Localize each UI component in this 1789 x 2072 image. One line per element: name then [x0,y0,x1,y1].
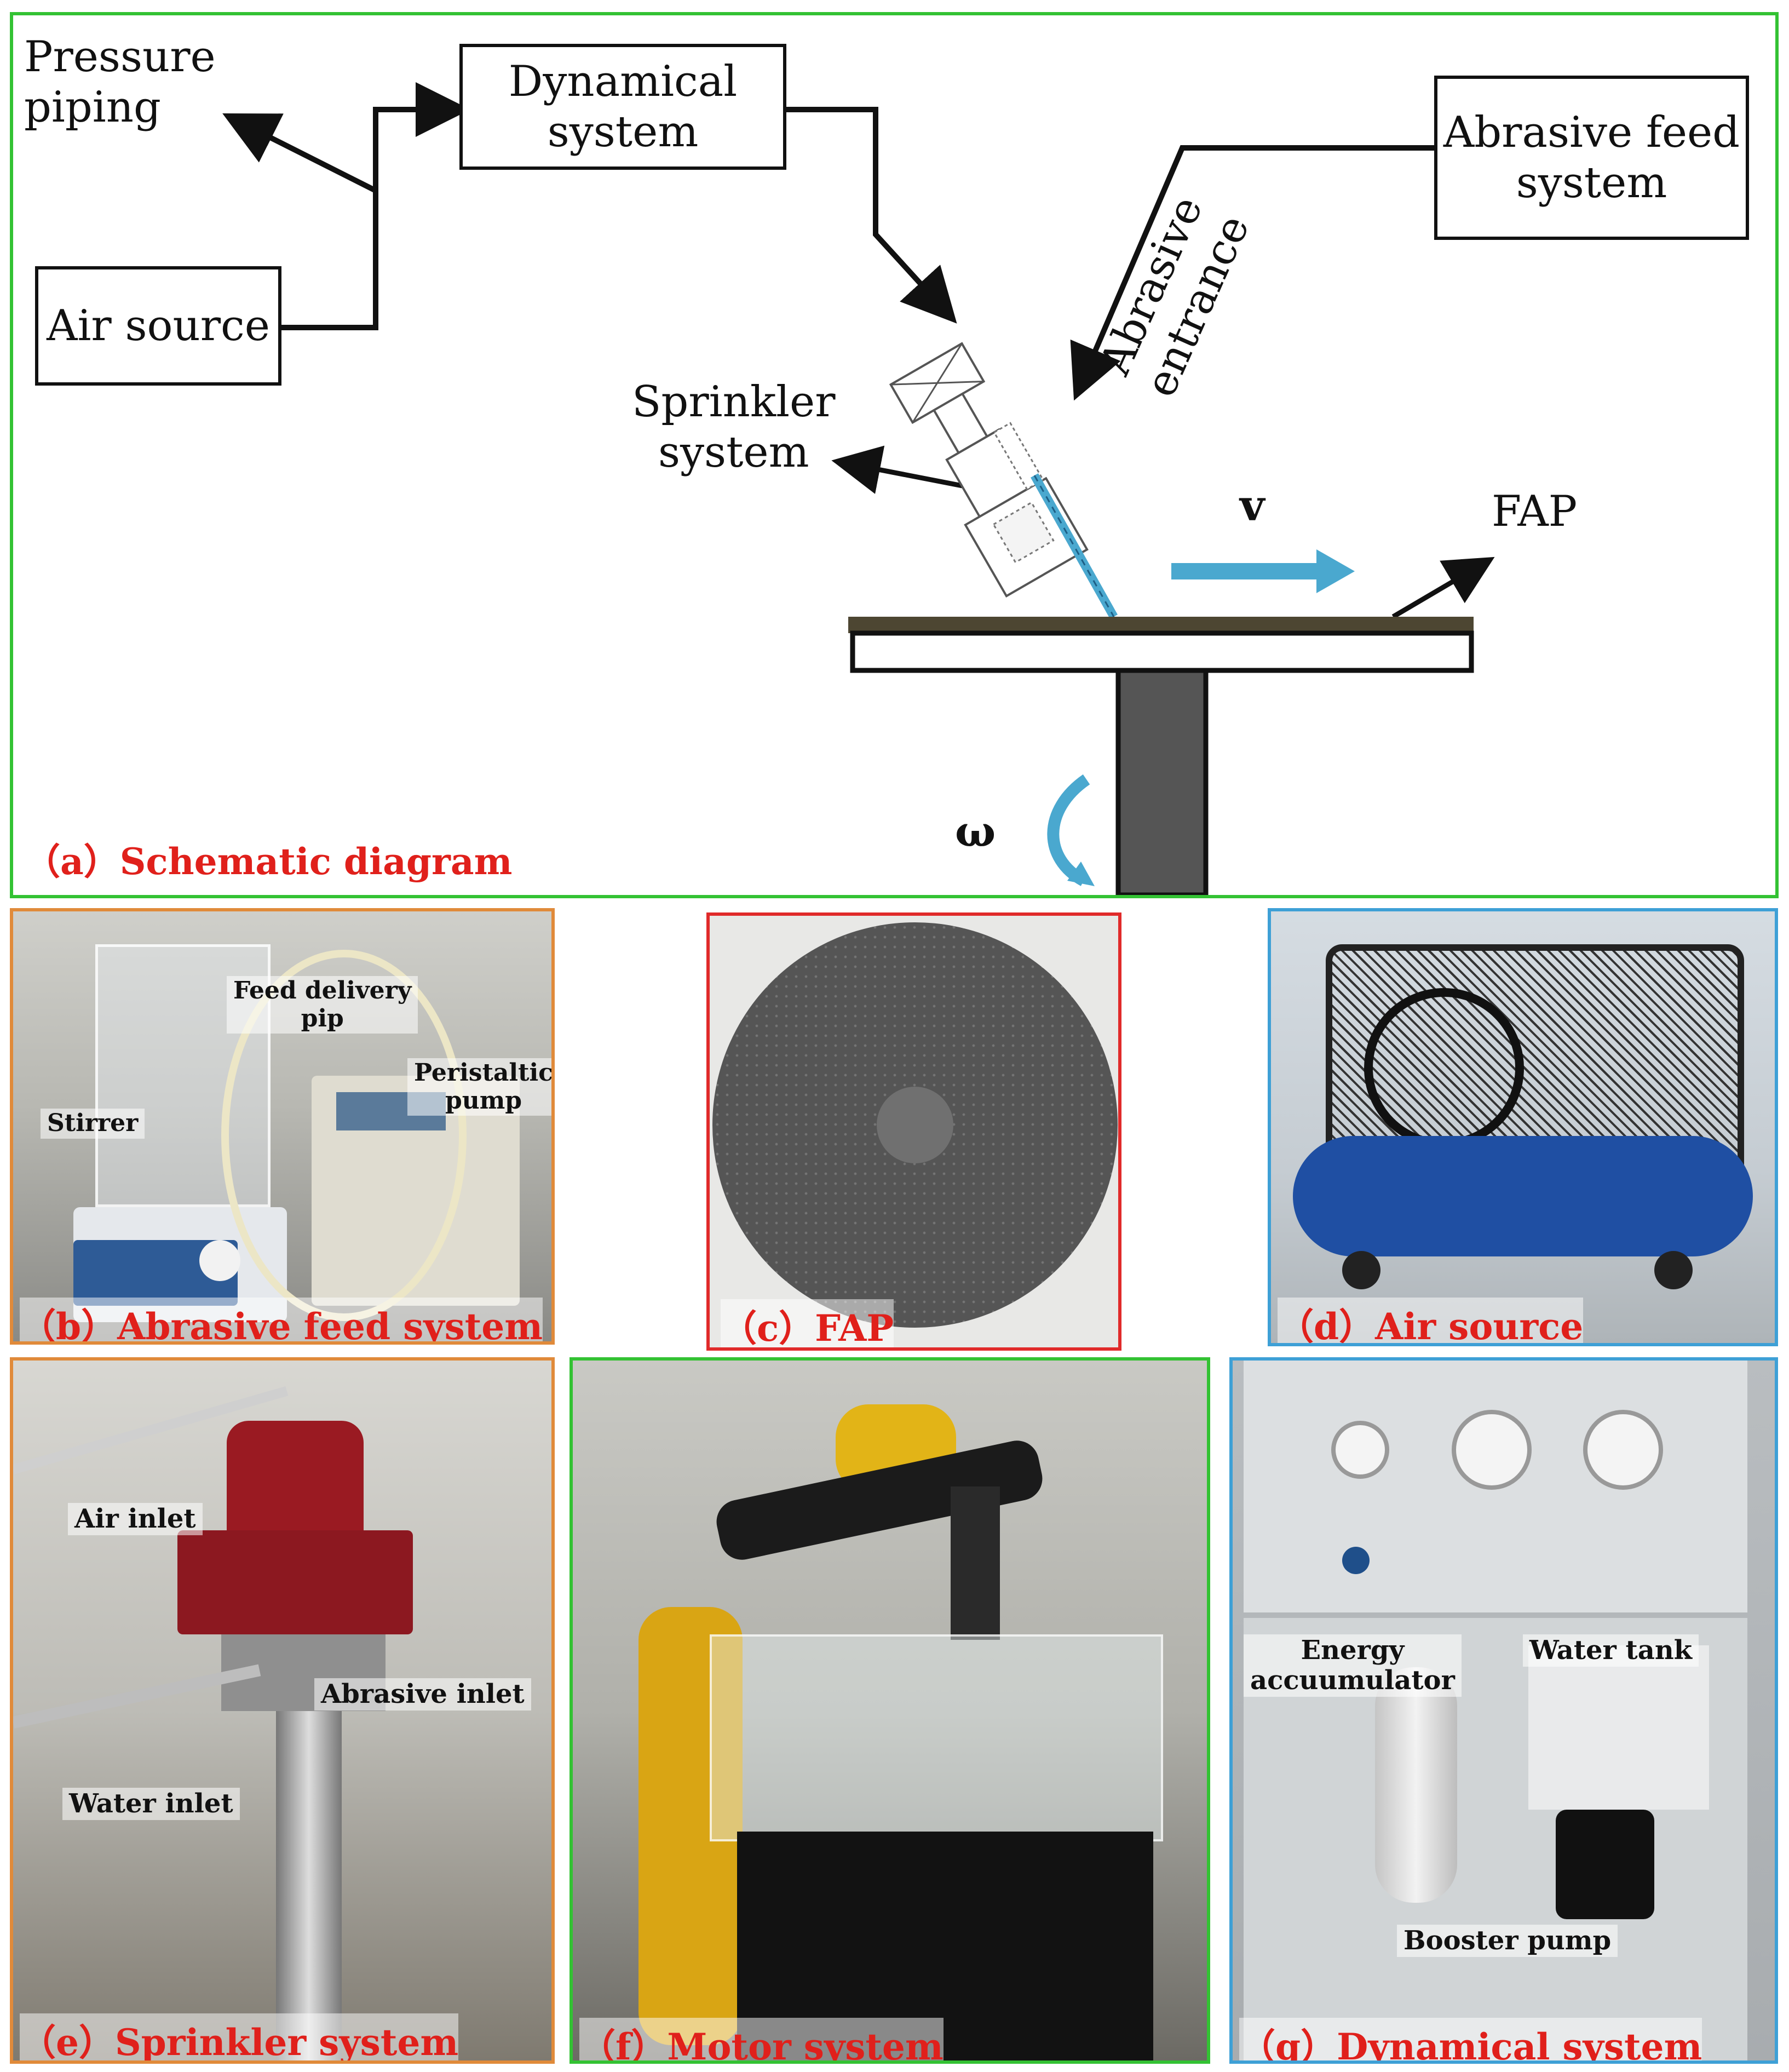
compressor-tank [1293,1136,1753,1256]
velocity-arrow [1171,549,1355,593]
water-tank [1528,1645,1709,1810]
sprinkler-system-label: Sprinkler system [632,377,836,478]
pressure-gauge-3 [1583,1410,1663,1490]
water-inlet-callout: Water inlet [62,1788,240,1821]
fap-caption: （c）FAP [721,1299,894,1347]
motor-caption: （f）Motor system [579,2018,944,2060]
robot-spindle [951,1486,1000,1640]
fap-center-hub [877,1087,953,1163]
abrasive-feed-system-box: Abrasive feed system [1434,76,1749,240]
fap-plate [848,617,1474,633]
rotation-arrow [1047,774,1090,886]
velocity-label: v [1240,481,1265,531]
energy-accumulator [1375,1667,1457,1903]
booster-pump [1556,1810,1654,1919]
work-table [850,630,1474,673]
schematic-caption: （a）Schematic diagram [24,840,513,883]
dynamical-caption: （g）Dynamical system [1239,2018,1702,2060]
fap-label: FAP [1492,487,1578,536]
pressure-piping-label: Pressure piping [24,32,216,133]
dynamical-to-sprinkler-line [786,107,957,324]
air-inlet-callout: Air inlet [68,1503,203,1536]
sprinkler-photo-panel: Air inlet Abrasive inlet Water inlet （e）… [10,1357,555,2064]
air-to-dynamical-line [281,82,470,330]
peristaltic-pump-callout: Peristaltic pump [407,1058,551,1116]
abrasive-feed-line [1070,145,1434,401]
air-source-photo-panel: （d）Air source [1268,908,1778,1346]
pressure-gauge-1 [1331,1421,1389,1479]
abrasive-feed-caption: （b）Abrasive feed system [20,1298,543,1341]
motor-photo-panel: （f）Motor system [570,1357,1210,2064]
nozzle-assembly [889,342,1089,598]
robot-arm-base [638,1607,743,2045]
fap-arrow [1391,556,1495,619]
abrasive-inlet-callout: Abrasive inlet [314,1678,531,1711]
pressure-gauge-2 [1452,1410,1532,1490]
water-tank-callout: Water tank [1523,1634,1699,1667]
sprinkler-nozzle [276,1711,342,2060]
dynamical-system-box: Dynamical system [459,44,786,170]
omega-label: ω [955,807,996,857]
abrasive-feed-photo-panel: Feed delivery pip Peristaltic pump Stirr… [10,908,555,1345]
schematic-panel: Pressure piping Dynamical system Abrasiv… [10,12,1779,898]
dynamical-photo-panel: Energy accuumulator Water tank Booster p… [1229,1357,1778,2064]
acrylic-tank [710,1634,1163,1841]
booster-pump-callout: Booster pump [1397,1925,1618,1958]
sprinkler-caption: （e）Sprinkler system [20,2013,459,2060]
sprinkler-red-cap [227,1421,364,1541]
fap-photo-panel: （c）FAP [706,912,1121,1351]
feed-delivery-pip-callout: Feed delivery pip [227,976,418,1034]
stirrer-callout: Stirrer [41,1109,145,1139]
air-source-caption: （d）Air source [1278,1298,1584,1343]
schematic-lines [222,82,1495,895]
table-column [1115,668,1209,895]
compressor-flywheel [1364,988,1524,1148]
air-source-box: Air source [35,266,281,386]
energy-accumulator-callout: Energy accuumulator [1244,1634,1462,1697]
pressure-piping-arrow [222,113,377,193]
